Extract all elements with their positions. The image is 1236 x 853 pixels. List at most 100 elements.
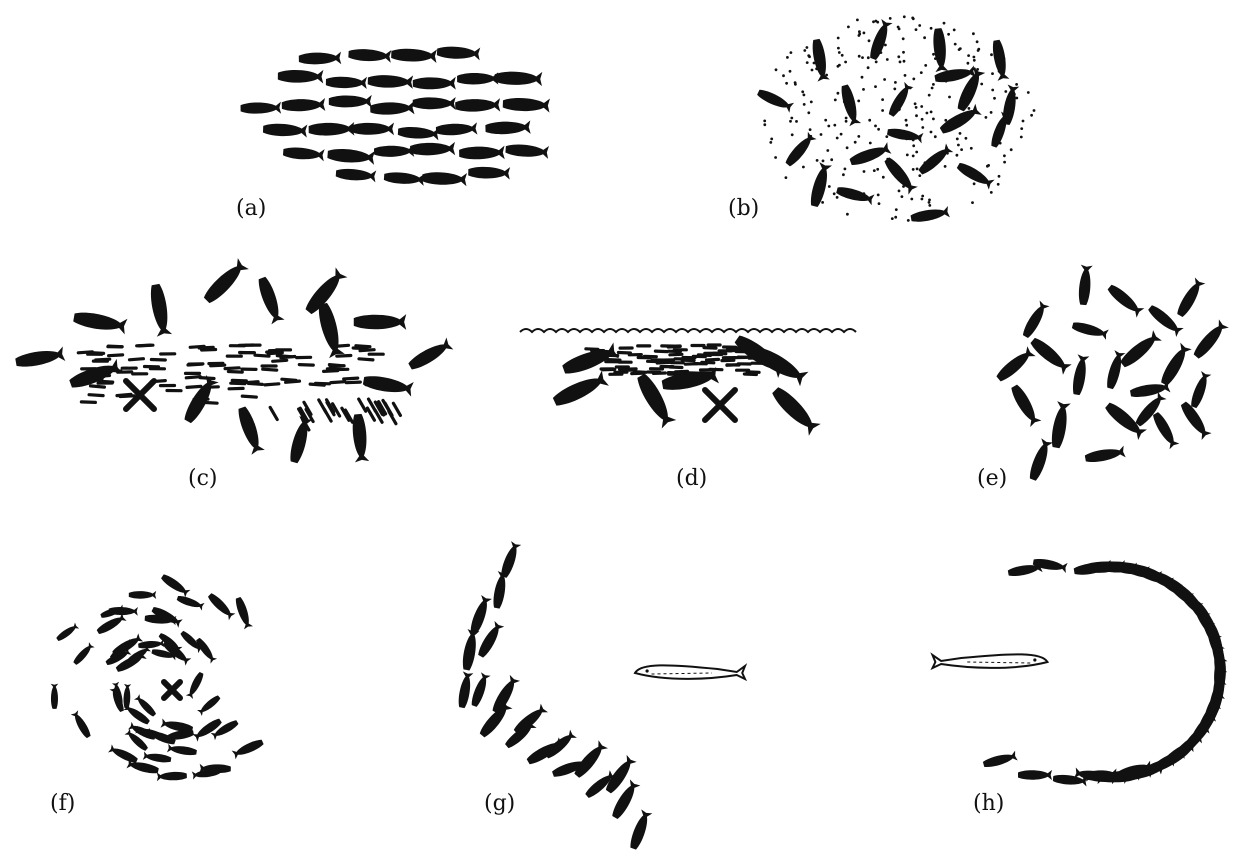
small-fish-mark <box>139 345 153 346</box>
small-fish-mark <box>130 359 144 360</box>
food-particle <box>857 135 860 138</box>
fish-mark <box>1018 770 1052 780</box>
food-particle <box>789 120 792 123</box>
small-fish-mark <box>344 378 358 379</box>
fish-mark <box>808 162 832 208</box>
fish-mark <box>1118 330 1162 370</box>
small-fish-mark <box>273 360 287 361</box>
fish-mark <box>108 744 139 764</box>
food-particle <box>883 78 886 81</box>
fish-mark <box>370 101 414 116</box>
food-particle <box>991 89 994 92</box>
food-particle <box>858 55 861 58</box>
fish-mark <box>436 122 478 136</box>
fish-mark <box>783 132 816 168</box>
small-fish-mark <box>263 369 277 370</box>
food-particle <box>953 29 956 32</box>
food-particle <box>885 135 888 138</box>
food-particle <box>872 20 875 23</box>
food-particle <box>861 56 864 59</box>
fish-mark <box>398 126 440 141</box>
fish-mark <box>1001 85 1020 126</box>
food-particle <box>973 182 976 185</box>
food-particle <box>895 208 898 211</box>
food-particle <box>875 20 878 23</box>
food-particle <box>833 192 836 195</box>
food-particle <box>1010 148 1013 151</box>
food-particle <box>763 123 766 126</box>
food-particle <box>844 168 847 171</box>
fish-mark <box>167 744 197 757</box>
food-particle <box>858 30 861 33</box>
food-particle <box>959 47 962 50</box>
food-particle <box>954 43 957 46</box>
fish-mark <box>494 71 542 86</box>
food-particle <box>920 105 923 108</box>
food-particle <box>894 216 897 219</box>
food-particle <box>1027 91 1030 94</box>
small-fish-mark <box>187 386 201 387</box>
fish-mark <box>422 171 467 186</box>
small-fish-mark <box>90 353 104 354</box>
food-particle <box>956 154 959 157</box>
food-particle <box>912 155 915 158</box>
food-particle <box>826 149 829 152</box>
fish-mark <box>96 613 127 636</box>
food-particle <box>944 119 947 122</box>
panel-d-surface-school <box>520 329 856 436</box>
food-particle <box>928 204 931 207</box>
food-particle <box>993 97 996 100</box>
food-particle <box>905 119 908 122</box>
small-fish-mark <box>242 396 256 397</box>
food-particle <box>930 27 933 30</box>
fish-mark <box>994 346 1035 384</box>
food-particle <box>889 17 892 20</box>
food-particle <box>906 154 909 157</box>
food-particle <box>775 68 778 71</box>
fish-mark <box>413 97 456 110</box>
food-particle <box>877 194 880 197</box>
fish-mark <box>278 69 324 83</box>
food-particle <box>990 53 993 56</box>
small-fish-mark <box>353 348 367 349</box>
food-particle <box>1015 97 1018 100</box>
food-particle <box>932 118 935 121</box>
food-particle <box>802 166 805 169</box>
small-fish-mark <box>744 374 756 375</box>
food-particle <box>921 198 924 201</box>
predator-fish <box>315 302 345 358</box>
food-particle <box>990 191 993 194</box>
fish-mark <box>437 45 481 60</box>
food-particle <box>840 133 843 136</box>
fish-mark <box>910 206 950 224</box>
fish-mark <box>123 684 131 708</box>
food-particle <box>763 120 766 123</box>
food-particle <box>928 94 931 97</box>
food-particle <box>816 159 819 162</box>
small-fish-mark <box>228 372 242 373</box>
fish-mark <box>1158 343 1191 388</box>
food-particle <box>891 217 894 220</box>
food-particle <box>842 173 845 176</box>
fish-mark <box>932 28 949 72</box>
predator-fish-outline <box>933 654 1048 668</box>
small-fish-mark <box>393 403 400 415</box>
predator-fish <box>148 283 172 337</box>
food-particle <box>973 56 976 59</box>
small-fish-mark <box>151 360 165 361</box>
panel-e-loose-group <box>994 265 1228 482</box>
food-particle <box>1022 120 1025 123</box>
food-particle <box>921 126 924 129</box>
fish-mark <box>282 98 326 112</box>
fish-mark <box>756 87 794 113</box>
food-particle <box>803 94 806 97</box>
fish-mark <box>867 19 892 61</box>
food-particle <box>1015 83 1018 86</box>
food-particle <box>785 82 788 85</box>
fish-mark <box>1191 319 1229 360</box>
food-particle <box>807 54 810 57</box>
fish-mark <box>72 642 95 666</box>
predator-cross-mark <box>705 390 735 420</box>
food-particle <box>809 128 812 131</box>
